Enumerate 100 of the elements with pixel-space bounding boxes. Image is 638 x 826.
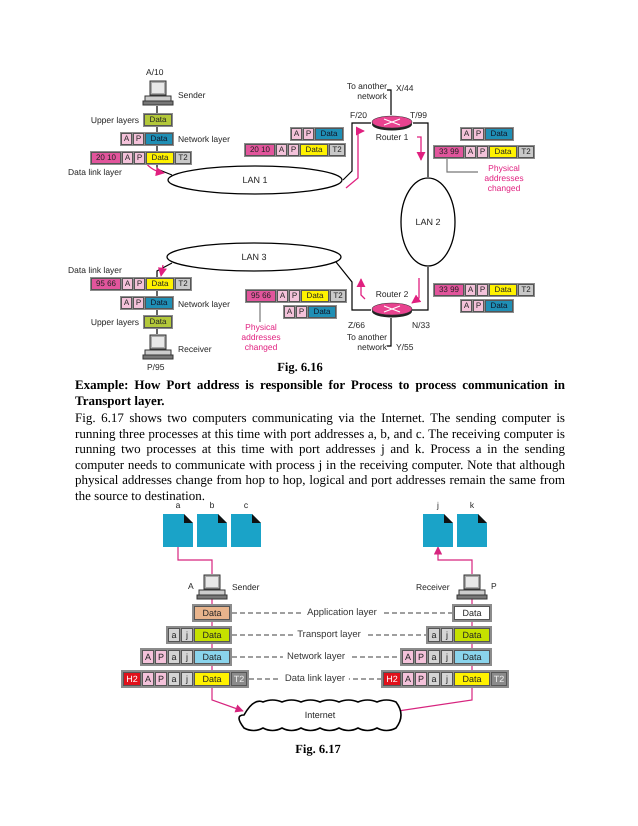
address-label: P/95 (147, 362, 164, 372)
connector-line (411, 267, 429, 311)
port-field: j (441, 672, 453, 686)
packet-frame (460, 127, 514, 141)
process-label: j (437, 500, 439, 510)
port-field: a (428, 628, 440, 642)
packet-frame (120, 296, 174, 310)
address-field: 95 66 (91, 278, 121, 290)
port-field: a (168, 650, 180, 664)
port-field: j (441, 628, 453, 642)
address-label: Upper layers (90, 115, 139, 125)
annotation-text: Physical addresses changed (478, 163, 530, 193)
trailer-field: T2 (175, 278, 191, 290)
header-field: P (288, 144, 299, 156)
data-field: Data (144, 316, 172, 328)
header-field: A (142, 650, 154, 664)
connector-line (446, 159, 478, 173)
lan-label: LAN 2 (416, 217, 440, 227)
trailer-field: T2 (330, 290, 346, 302)
packet-frame (381, 670, 509, 688)
process-label: b (210, 500, 214, 510)
address-field: 20 10 (91, 152, 121, 164)
trailer-field: T2 (491, 672, 507, 686)
address-label: N/33 (412, 320, 430, 330)
data-field: Data (489, 284, 517, 296)
network-label: To another network (332, 81, 387, 101)
header-field: P (477, 284, 488, 296)
trailer-field: T2 (329, 144, 345, 156)
packet-frame (426, 626, 492, 644)
data-field: Data (489, 146, 517, 158)
header-field: P (477, 146, 488, 158)
address-field: 33 99 (434, 146, 464, 158)
data-field: Data (194, 606, 230, 620)
data-field: Data (146, 278, 174, 290)
arrow (434, 546, 473, 574)
header-field: P (134, 152, 145, 164)
network-label: To another network (332, 332, 387, 352)
data-field: Data (485, 128, 513, 140)
header-field: H2 (383, 672, 401, 686)
header-field: A (277, 290, 288, 302)
section-heading: Example: How Port address is responsible for Process to process communication in Transport layer. (75, 377, 565, 409)
connector-line (177, 546, 213, 574)
data-field: Data (194, 672, 230, 686)
port-field: j (181, 628, 193, 642)
address-label: Upper layers (90, 317, 139, 327)
edge-label: Network layer (282, 651, 350, 663)
header-field: P (289, 290, 300, 302)
address-field: 95 66 (246, 290, 276, 302)
data-field: Data (144, 114, 172, 126)
connector-line (259, 303, 261, 322)
address-label: F/20 (350, 110, 368, 120)
lan-label: LAN 1 (242, 175, 268, 185)
data-field: Data (194, 628, 230, 642)
header-field: A (461, 128, 472, 140)
port-field: j (441, 650, 453, 664)
header-field: P (415, 672, 427, 686)
connector-line (342, 122, 371, 180)
header-field: P (134, 278, 145, 290)
address-label: T/99 (410, 110, 428, 120)
data-field: Data (308, 306, 336, 318)
header-field: A (122, 278, 133, 290)
packet-frame (400, 648, 492, 666)
router-label: Router 2 (376, 289, 408, 299)
device-label: Receiver (178, 344, 212, 354)
packet-frame (433, 283, 535, 297)
port-field: j (181, 650, 193, 664)
router-label: Router 1 (376, 132, 408, 142)
packet-frame (245, 289, 347, 303)
data-field: Data (454, 628, 490, 642)
connector-line (387, 89, 392, 115)
packet-frame (433, 145, 535, 159)
figure-caption: Fig. 6.16 (276, 360, 324, 375)
data-field: Data (146, 152, 174, 164)
data-field: Data (145, 133, 173, 145)
header-field: A (284, 306, 295, 318)
address-label: Data link layer (68, 265, 122, 275)
edge-label: Transport layer (293, 629, 365, 641)
annotation-text: Physical addresses changed (234, 322, 288, 352)
header-field: A (276, 144, 287, 156)
packet-frame (90, 277, 192, 291)
header-field: P (473, 128, 484, 140)
process-label: a (176, 500, 180, 510)
process-label: c (244, 500, 248, 510)
address-label: P (491, 581, 497, 591)
port-field: a (428, 672, 440, 686)
address-label: Z/66 (348, 320, 366, 330)
header-field: A (122, 152, 133, 164)
packet-frame (120, 132, 174, 146)
device-label: Sender (232, 582, 260, 592)
cloud-label: Internet (304, 710, 336, 720)
address-label: A (188, 581, 194, 591)
header-field: A (465, 284, 476, 296)
trailer-field: T2 (518, 284, 534, 296)
port-field: a (168, 628, 180, 642)
data-field: Data (301, 290, 329, 302)
device-label: Sender (178, 90, 206, 100)
header-field: A (402, 672, 414, 686)
arrow (211, 688, 244, 712)
figure-caption: Fig. 6.17 (294, 742, 342, 757)
address-field: 20 10 (245, 144, 275, 156)
